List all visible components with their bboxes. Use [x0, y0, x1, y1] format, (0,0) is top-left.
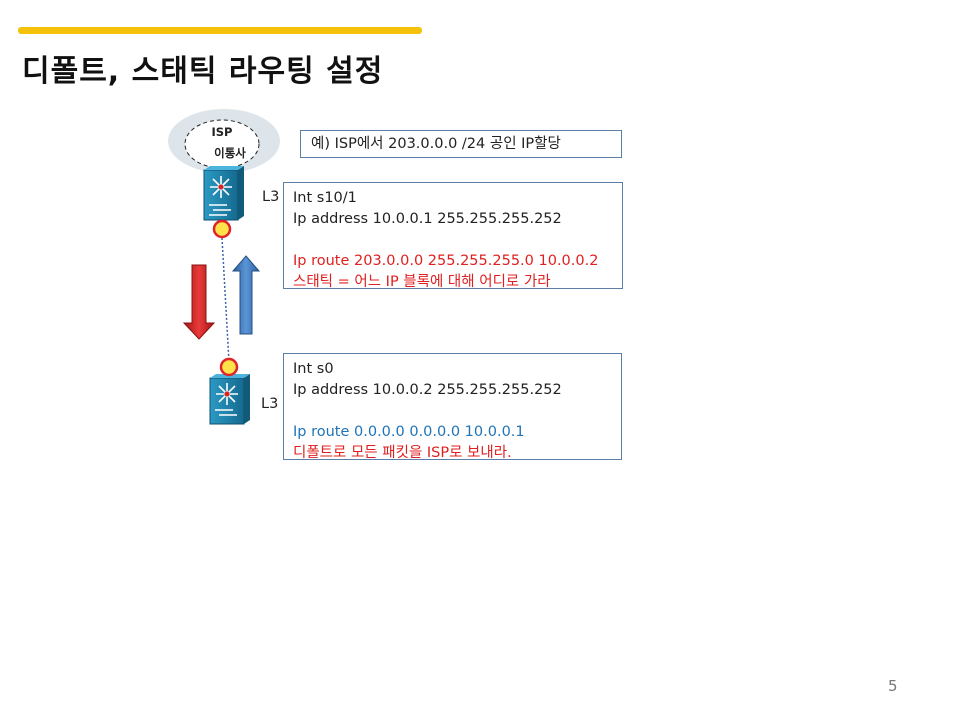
- l3-switch-icon: [203, 166, 244, 221]
- default-route-command: Ip route 0.0.0.0 0.0.0.0 10.0.0.1: [293, 424, 525, 440]
- interface-dot-top: [212, 219, 232, 239]
- isp-carrier-label: 이통사: [214, 146, 246, 160]
- page-number: 5: [888, 677, 898, 695]
- config-spacer: [293, 230, 622, 251]
- isp-cloud: [168, 109, 280, 173]
- router-bottom-config: Int s0 Ip address 10.0.0.2 255.255.255.2…: [283, 353, 622, 461]
- config-spacer: [293, 401, 621, 422]
- l3-switch-icon: [209, 374, 250, 425]
- static-route-description: 스태틱 = 어느 IP 블록에 대해 어디로 가라: [293, 274, 551, 290]
- router-top-config: Int s10/1 Ip address 10.0.0.1 255.255.25…: [283, 182, 623, 290]
- arrow-down-icon: [182, 264, 216, 340]
- serial-link: [221, 237, 230, 363]
- page-title: 디폴트, 스태틱 라우팅 설정: [22, 54, 384, 89]
- config-line: Ip address 10.0.0.2 255.255.255.252: [293, 382, 562, 398]
- arrow-up-icon: [231, 255, 261, 335]
- isp-label: ISP: [211, 125, 233, 139]
- layer-label-top: L3: [262, 189, 280, 205]
- title-accent-bar: [18, 27, 422, 34]
- config-line: Ip address 10.0.0.1 255.255.255.252: [293, 211, 562, 227]
- interface-dot-bottom: [219, 357, 239, 377]
- config-line: Int s10/1: [293, 190, 357, 206]
- default-route-description: 디폴트로 모든 패킷을 ISP로 보내라.: [293, 445, 512, 461]
- config-line: Int s0: [293, 361, 334, 377]
- layer-label-bottom: L3: [261, 396, 279, 412]
- ip-assignment-note: 예) ISP에서 203.0.0.0 /24 공인 IP할당: [300, 130, 622, 158]
- static-route-command: Ip route 203.0.0.0 255.255.255.0 10.0.0.…: [293, 253, 599, 269]
